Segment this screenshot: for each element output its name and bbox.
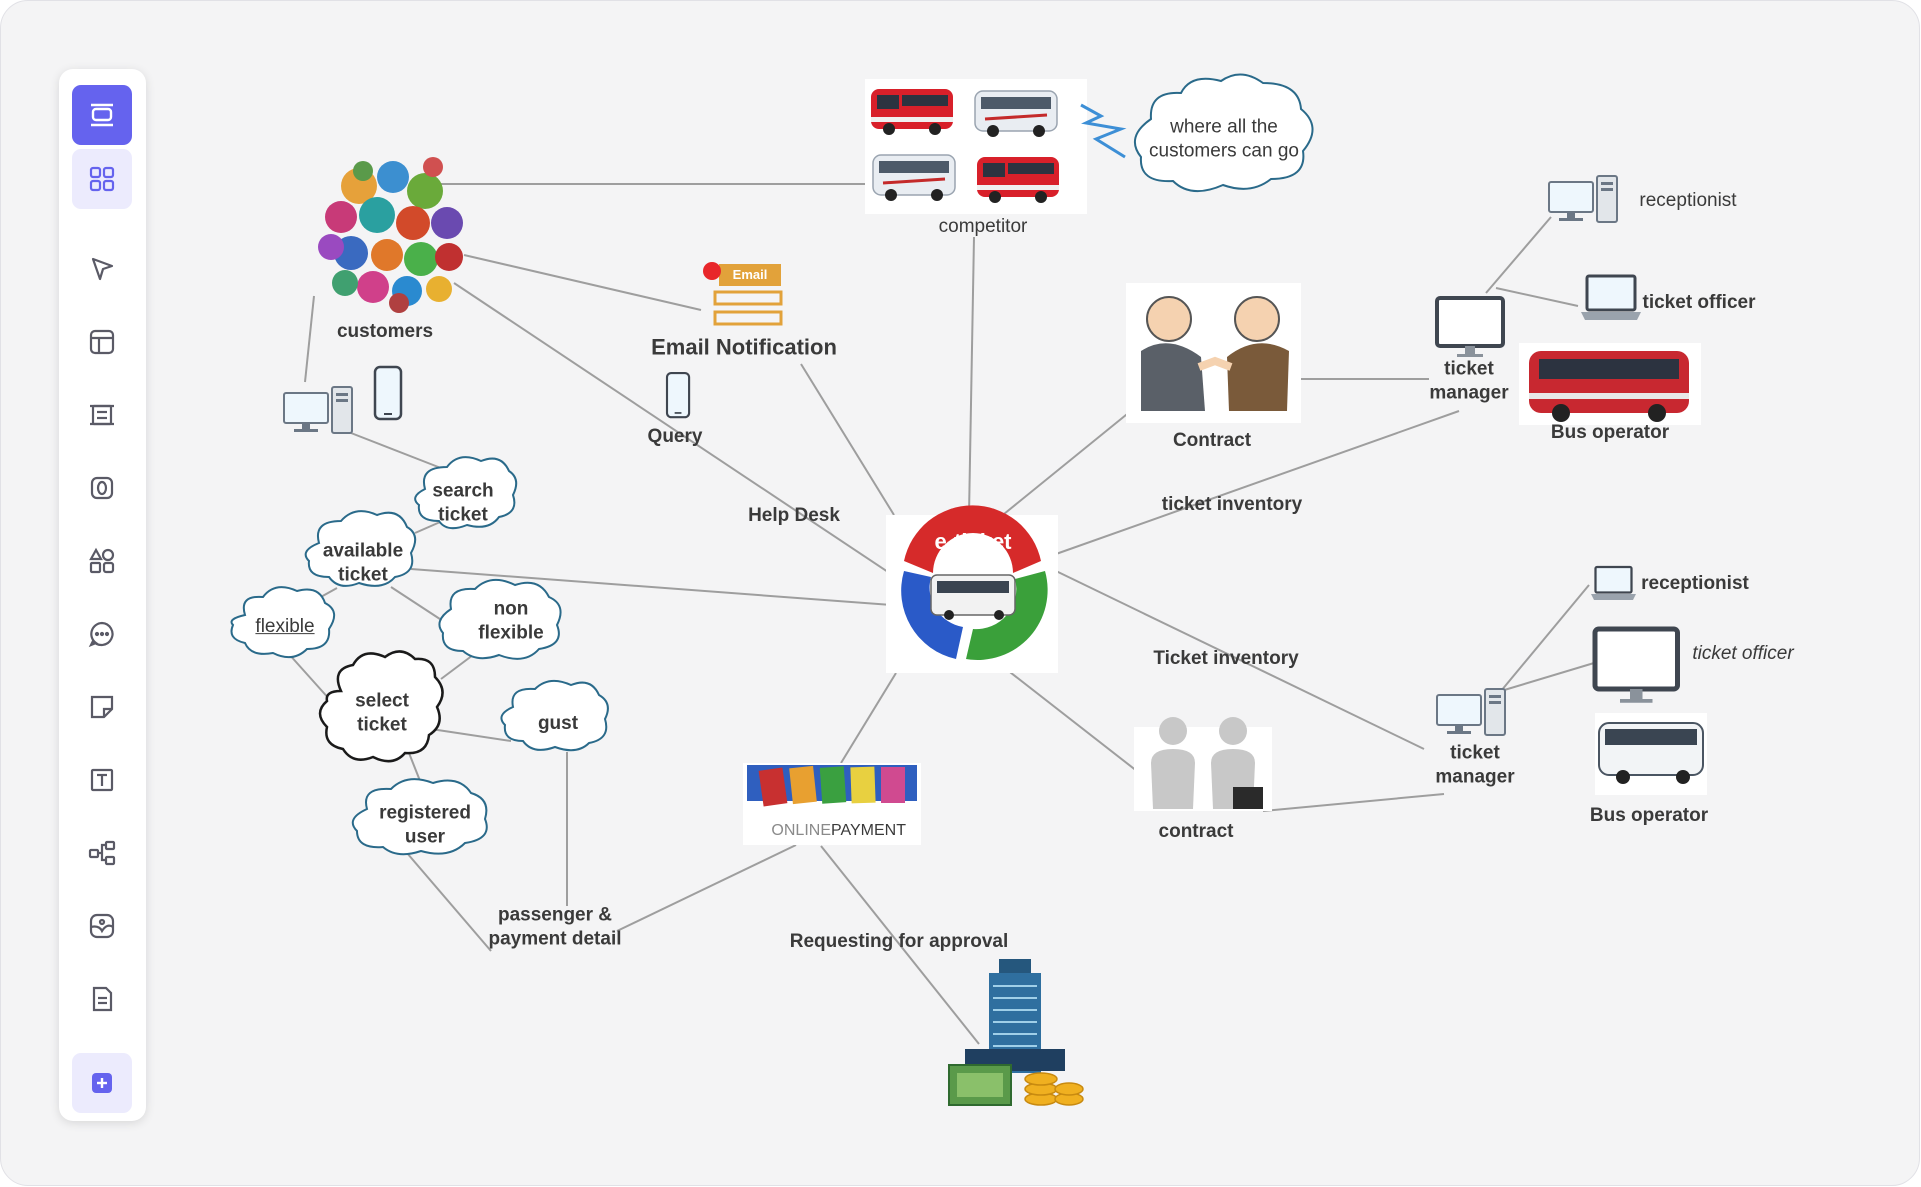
sticker-icon[interactable]: [72, 896, 132, 956]
label-receptionist-bottom: receptionist: [1641, 573, 1749, 595]
svg-text:e-ticket: e-ticket: [934, 529, 1012, 554]
label-search-ticket: search ticket: [432, 480, 494, 525]
label-contract-top: Contract: [1172, 430, 1252, 452]
shapes-icon[interactable]: [72, 531, 132, 591]
label-passenger-payment-detail: passenger & payment detail: [488, 904, 622, 949]
cloud-non-flexible: [438, 578, 562, 660]
cloud-select-ticket: [318, 650, 444, 763]
customers-crowd-image: [318, 157, 463, 313]
ticket-officer-monitor-icon: [1595, 629, 1678, 703]
query-phone-icon: [665, 371, 691, 419]
ticket-officer-laptop-icon: [1579, 274, 1643, 322]
text-icon[interactable]: [72, 750, 132, 810]
grid-icon[interactable]: [72, 149, 132, 209]
competitor-buses-image: [865, 79, 1127, 214]
pointer-icon[interactable]: [72, 239, 132, 299]
bus-operator-white-bus-image: [1595, 713, 1707, 795]
online-payment-image: ONLINE PAYMENT: [743, 763, 921, 845]
label-ticket-officer-top: ticket officer: [1642, 292, 1756, 314]
ticket-manager-desktop-icon: [1436, 688, 1506, 736]
mindmap-icon[interactable]: [72, 823, 132, 883]
plus-icon[interactable]: [72, 1053, 132, 1113]
label-email-badge: Email: [732, 266, 768, 282]
frame-list-icon[interactable]: [72, 385, 132, 445]
cloud-gust: [500, 679, 609, 752]
cloud-search-ticket: [414, 456, 518, 530]
circle-shape-icon[interactable]: [72, 458, 132, 518]
svg-text:PAYMENT: PAYMENT: [831, 822, 906, 839]
connector-lines: [287, 183, 1595, 1045]
cloud-registered-user: [351, 778, 488, 856]
label-ticket-officer-bottom: ticket officer: [1692, 643, 1794, 665]
layout-icon[interactable]: [72, 312, 132, 372]
label-non-flexible: non flexible: [478, 598, 544, 643]
receptionist-laptop-icon: [1589, 565, 1638, 602]
cloud-shapes: [230, 456, 609, 856]
label-ticket-inventory-bottom: Ticket inventory: [1153, 648, 1299, 670]
ticket-manager-monitor-icon: [1435, 296, 1505, 359]
svg-text:ONLINE: ONLINE: [771, 822, 831, 839]
email-notification-icon: [703, 262, 783, 326]
label-ticket-manager-top: ticket manager: [1429, 358, 1509, 403]
label-registered-user: registered user: [379, 802, 471, 847]
label-customers: customers: [336, 321, 434, 343]
contract-handshake-cartoon: [1126, 283, 1301, 423]
label-bus-operator-top: Bus operator: [1550, 422, 1670, 444]
cloud-flexible: [230, 586, 336, 659]
cloud-where-customers-go: [1133, 73, 1314, 192]
label-email-notification: Email Notification: [651, 334, 837, 360]
sticky-note-icon[interactable]: [72, 677, 132, 737]
label-ticket-manager-bottom: ticket manager: [1435, 742, 1515, 787]
contract-3d-handshake: [1134, 717, 1272, 811]
label-available-ticket: available ticket: [322, 540, 404, 585]
bus-operator-red-bus-image: [1519, 343, 1701, 425]
label-ticket-inventory-top: ticket inventory: [1161, 494, 1303, 516]
label-contract-bottom: contract: [1158, 821, 1234, 843]
label-competitor: competitor: [938, 216, 1028, 238]
label-requesting-approval: Requesting for approval: [789, 931, 1009, 953]
label-where-customers-go: where all the customers can go: [1149, 116, 1299, 161]
desktop-computer-icon: [283, 386, 353, 434]
receptionist-desktop-icon: [1548, 175, 1618, 223]
comment-icon[interactable]: [72, 604, 132, 664]
e-ticket-hub-logo: e-ticket: [886, 505, 1058, 673]
label-gust: gust: [537, 713, 579, 735]
label-bus-operator-bottom: Bus operator: [1589, 805, 1709, 827]
smartphone-icon: [373, 365, 403, 421]
label-receptionist-top: receptionist: [1639, 190, 1737, 212]
label-select-ticket: select ticket: [355, 690, 409, 735]
left-toolbar: [59, 69, 146, 1121]
frame-icon[interactable]: [72, 85, 132, 145]
label-query: Query: [647, 426, 703, 448]
cloud-available-ticket: [304, 510, 417, 587]
label-flexible: flexible: [255, 616, 315, 638]
bank-building-money-image: [948, 959, 1084, 1106]
label-help-desk: Help Desk: [748, 505, 840, 527]
document-icon[interactable]: [72, 969, 132, 1029]
